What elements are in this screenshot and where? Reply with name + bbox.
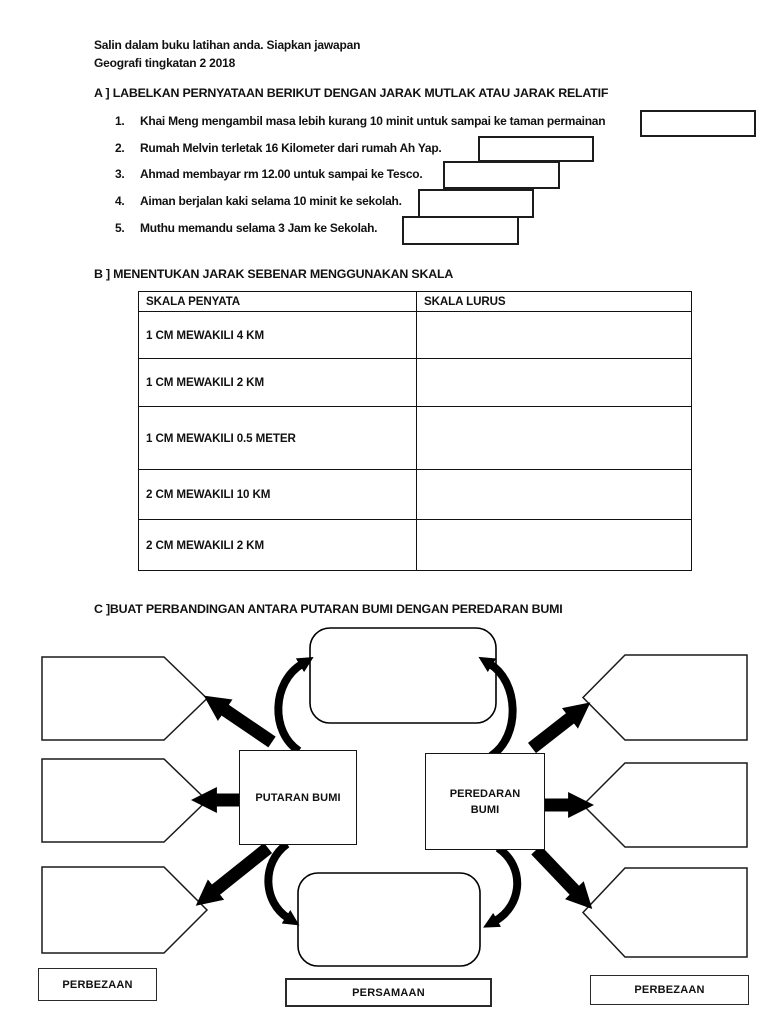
table-cell-answer-4 (416, 469, 692, 520)
list-item-5-number: 5. (115, 221, 125, 235)
answer-box-5 (402, 216, 519, 245)
peredaran-bumi-box: PEREDARAN BUMI (425, 753, 545, 850)
arc-putaran-to-bottom-icon (264, 840, 300, 926)
answer-box-1 (640, 110, 756, 137)
list-item-3-number: 3. (115, 167, 125, 181)
list-item-1-number: 1. (115, 114, 125, 128)
table-row: 2 CM MEWAKILI 10 KM (138, 469, 692, 520)
left-tag-3 (41, 866, 209, 954)
table-cell-statement-1: 1 CM MEWAKILI 4 KM (138, 311, 417, 359)
putaran-bumi-box: PUTARAN BUMI (239, 750, 357, 845)
answer-box-4 (418, 189, 534, 218)
table-cell-statement-4: 2 CM MEWAKILI 10 KM (138, 469, 417, 520)
list-item-1: 1. Khai Meng mengambil masa lebih kurang… (115, 112, 606, 130)
doc-instruction-line: Salin dalam buku latihan anda. Siapkan j… (94, 38, 361, 52)
arrow-putaran-downleft-icon (195, 842, 273, 906)
answer-box-3 (443, 161, 560, 189)
section-c-heading: C ]BUAT PERBANDINGAN ANTARA PUTARAN BUMI… (94, 602, 563, 616)
perbezaan-left-box: PERBEZAAN (38, 968, 157, 1001)
table-cell-answer-5 (416, 519, 692, 571)
arc-peredaran-to-bottom-icon (483, 844, 522, 928)
right-tag-3 (581, 867, 748, 958)
answer-box-2 (478, 136, 594, 162)
table-row: 2 CM MEWAKILI 2 KM (138, 519, 692, 571)
left-tag-1 (41, 656, 209, 741)
table-row: 1 CM MEWAKILI 2 KM (138, 358, 692, 407)
comparison-diagram (41, 627, 748, 967)
table-cell-statement-5: 2 CM MEWAKILI 2 KM (138, 519, 417, 571)
arrow-putaran-upleft-icon (203, 695, 276, 748)
arrow-peredaran-downright-icon (531, 845, 593, 909)
table-cell-answer-2 (416, 358, 692, 407)
perbezaan-right-label: PERBEZAAN (634, 984, 705, 996)
scale-table: SKALA PENYATA SKALA LURUS 1 CM MEWAKILI … (138, 291, 692, 571)
arc-putaran-to-top-icon (274, 656, 314, 755)
putaran-bumi-label: PUTARAN BUMI (255, 791, 341, 804)
perbezaan-right-box: PERBEZAAN (590, 975, 749, 1005)
top-answer-shape (309, 627, 497, 724)
list-item-5-text: Muthu memandu selama 3 Jam ke Sekolah. (140, 221, 378, 235)
table-row: 1 CM MEWAKILI 0.5 METER (138, 406, 692, 470)
peredaran-bumi-label-line1: PEREDARAN (449, 787, 521, 800)
arrow-peredaran-upright-icon (528, 702, 591, 754)
list-item-2-text: Rumah Melvin terletak 16 Kilometer dari … (140, 141, 442, 155)
right-tag-1 (581, 654, 748, 741)
persamaan-label: PERSAMAAN (352, 986, 425, 999)
table-cell-answer-1 (416, 311, 692, 359)
right-tag-2 (581, 762, 748, 848)
bottom-answer-shape (297, 872, 481, 967)
list-item-4-number: 4. (115, 194, 125, 208)
doc-subject-line: Geografi tingkatan 2 2018 (94, 56, 236, 70)
list-item-5: 5. Muthu memandu selama 3 Jam ke Sekolah… (115, 219, 378, 237)
list-item-3-text: Ahmad membayar rm 12.00 untuk sampai ke … (140, 167, 423, 181)
table-header-skala-penyata: SKALA PENYATA (138, 291, 417, 312)
perbezaan-left-label: PERBEZAAN (62, 978, 133, 991)
arc-peredaran-to-top-icon (478, 656, 517, 760)
table-row: 1 CM MEWAKILI 4 KM (138, 311, 692, 359)
list-item-2: 2. Rumah Melvin terletak 16 Kilometer da… (115, 139, 442, 157)
list-item-4-text: Aiman berjalan kaki selama 10 minit ke s… (140, 194, 402, 208)
list-item-2-number: 2. (115, 141, 125, 155)
table-cell-answer-3 (416, 406, 692, 470)
table-cell-statement-2: 1 CM MEWAKILI 2 KM (138, 358, 417, 407)
table-header-skala-lurus: SKALA LURUS (416, 291, 692, 312)
list-item-1-text: Khai Meng mengambil masa lebih kurang 10… (140, 114, 606, 128)
table-header-row: SKALA PENYATA SKALA LURUS (138, 291, 692, 312)
table-cell-statement-3: 1 CM MEWAKILI 0.5 METER (138, 406, 417, 470)
section-b-heading: B ] MENENTUKAN JARAK SEBENAR MENGGUNAKAN… (94, 267, 454, 281)
peredaran-bumi-label-line2: BUMI (470, 803, 500, 816)
list-item-3: 3. Ahmad membayar rm 12.00 untuk sampai … (115, 165, 423, 183)
section-a-heading: A ] LABELKAN PERNYATAAN BERIKUT DENGAN J… (94, 86, 609, 100)
list-item-4: 4. Aiman berjalan kaki selama 10 minit k… (115, 192, 402, 210)
left-tag-2 (41, 758, 209, 843)
persamaan-box: PERSAMAAN (285, 978, 492, 1007)
